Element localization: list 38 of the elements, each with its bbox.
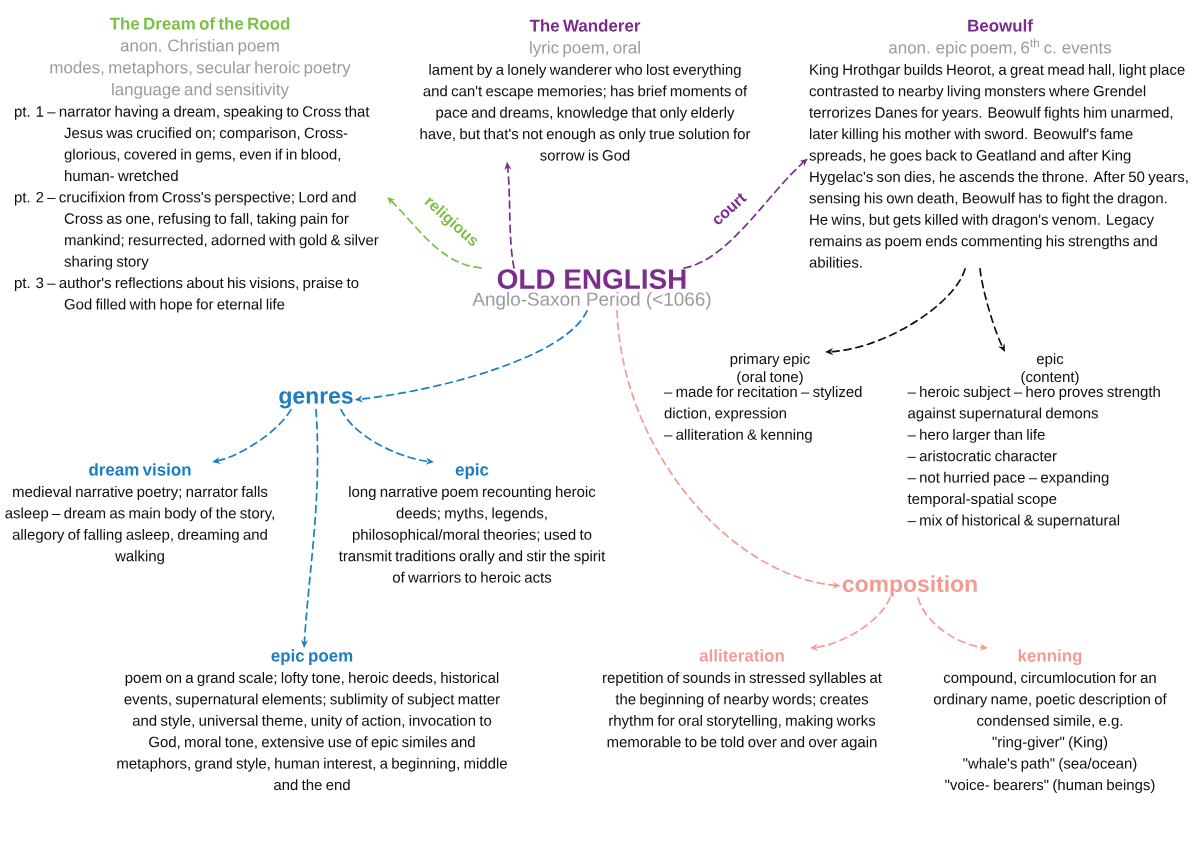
topic-heading: The Dream of the Rood	[109, 17, 290, 30]
list-item: – heroic subject – hero proves strength against supernatural demons	[907, 386, 1160, 422]
note-text: "voice- bearers" (human beings)	[945, 779, 1155, 794]
list-item: – not hurried pace – expanding temporal-spatial scope	[907, 471, 1109, 508]
subtitle: anon. Christian poem	[120, 39, 279, 55]
topic-heading: epic	[455, 463, 489, 479]
list-item: – made for recitation – stylized diction, expression	[664, 386, 862, 422]
list-item: – mix of historical & supernatural	[907, 514, 1120, 529]
branch-heading: composition	[842, 575, 977, 597]
topic-heading: alliteration	[699, 649, 784, 662]
note-text: compound, circumlocution for an ordinary name, poetic description of condensed simile, e.g.	[933, 672, 1167, 729]
note-text: "ring-giver" (King)	[992, 736, 1108, 751]
curved-arrow	[683, 158, 808, 269]
list-item: – alliteration & kenning	[664, 428, 812, 443]
topic-heading: primary epic (oral tone)	[730, 353, 810, 386]
topic-heading: kenning	[1018, 649, 1082, 666]
note-text: long narrative poem recounting heroic deeds; myths, legends, philosophical/moral theories; used to transmit traditions orally and stir the spirit of warriors to heroic acts	[338, 486, 606, 583]
list-item: pt. 3 – author's reflections about his visions, praise to God filled with hope for eternal life	[15, 277, 359, 313]
note-text: repetition of sounds in stressed syllables at the beginning of nearby words; creates rhythm for oral storytelling, making works memorable to be told over and over again	[603, 672, 882, 751]
main-title: OLD ENGLISH	[497, 269, 686, 289]
subtitle: anon. epic poem, 6$^{th}$ c. events	[889, 38, 1112, 57]
topic-heading: epic (content)	[1021, 353, 1079, 386]
subtitle: lyric poem, oral	[530, 41, 640, 57]
subtitle: Anglo-Saxon Period (<1066)	[472, 291, 711, 310]
note-text: poem on a grand scale; lofty tone, heroic deeds, historical events, supernatural elements; sublimity of subject matter and style, universal theme, unity of action, invocation to God, moral tone, extensive use of epic similes and metaphors, grand style, human interest, a beginning, middle and the end	[117, 672, 507, 791]
curved-arrow	[979, 268, 1005, 352]
list-item: – aristocratic character	[907, 450, 1057, 462]
note-text: lament by a lonely wanderer who lost everything and can't escape memories; has brief moments of pace and dreams, knowledge that only elderly have, but that's not enough as only true solution for sorrow is God	[420, 64, 751, 161]
topic-heading: The Wanderer	[529, 19, 641, 32]
note-text: King Hrothgar builds Heorot, a great mead hall, light place contrasted to nearby living monsters where Grendel terrorizes Danes for years. Beowulf fights him unarmed, later killing his mother with sword. Beowulf's fame spreads, he goes back to Geatland and after King Hygelac's son dies, he ascends the throne. After 50 years, sensing his own death, Beowulf has to fight the dragon. He wins, but gets killed with dragon's venom. Legacy remains as poem ends commenting his strengths and abilities.	[809, 64, 1188, 268]
topic-heading: epic poem	[271, 649, 353, 665]
subtitle: modes, metaphors, secular heroic poetry language and sensitivity	[50, 61, 351, 99]
branch-heading: genres	[279, 391, 353, 409]
topic-heading: Beowulf	[968, 19, 1033, 32]
note-text: "whale's path" (sea/ocean)	[963, 757, 1137, 772]
topic-heading: dream vision	[89, 463, 191, 476]
list-item: – hero larger than life	[907, 428, 1045, 443]
note-text: medieval narrative poetry; narrator falls asleep – dream as main body of the story, allegory of falling asleep, dreaming and walking	[5, 486, 274, 565]
